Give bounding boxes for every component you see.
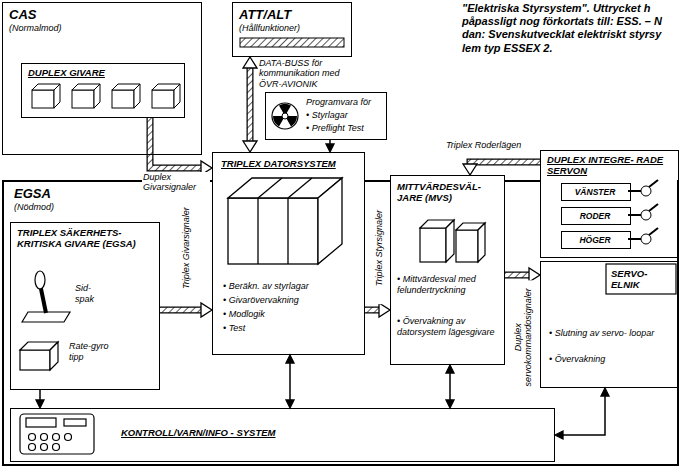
signal-bus-arrow	[243, 57, 257, 152]
voter-box: MITTVÄRDESVÄL- JARE (MVS) • Mittvärdesval…	[390, 175, 505, 365]
connector	[555, 388, 609, 439]
arrow-head	[36, 400, 44, 408]
box-title: MITTVÄRDESVÄL- JARE (MVS)	[397, 181, 500, 204]
servo-channel: VÄNSTER	[561, 183, 631, 201]
arrow-head	[243, 57, 257, 68]
mode-region: EGSA(Nödmod) TRIPLEX SÄKERHETS- KRITISKA …	[2, 180, 679, 466]
arrow-head	[286, 355, 294, 363]
box-text: • Övervakning av datorsystem lägesgivare	[397, 316, 500, 338]
box-text: (Normalmod)	[9, 23, 119, 34]
region-box: CAS(Normalmod) DUPLEX GIVARE	[2, 2, 202, 155]
box-text: • Modlogik	[223, 309, 358, 320]
software-box: Programvara för • Styrlagar • Preflight Te…	[265, 92, 387, 140]
servoelnik-label-frame	[606, 264, 676, 294]
box-text: • Beräkn. av styrlagar	[223, 281, 358, 292]
signal-label: Triplex Roderlägen	[445, 140, 539, 150]
arrow-head	[446, 365, 454, 373]
computer-box: TRIPLEX DATORSYSTEM • Beräkn. av styrlaga…	[212, 152, 365, 355]
box-text: • Test	[223, 323, 358, 334]
box-text: (Hållfunktioner)	[239, 23, 349, 34]
connector	[326, 140, 334, 152]
box-title: Programvara för	[306, 97, 384, 108]
servo-levers	[628, 180, 658, 244]
servo-channel: RODER	[561, 207, 631, 225]
box-text: • Mittvärdesval med felundertryckning	[397, 274, 500, 296]
electronics-box: SERVO- ELNIK • Slutning av servo- loopar •…	[540, 261, 679, 388]
box-text: • Preflight Test	[306, 123, 384, 134]
arrow-head	[201, 303, 212, 317]
signal-label: Triplex Styrsignaler	[374, 192, 384, 304]
box-title: TRIPLEX SÄKERHETS- KRITISKA GIVARE (EGSA…	[17, 227, 155, 250]
caption: "Elektriska Styrsystem". Uttrycket h påp…	[462, 2, 677, 55]
box-title: DUPLEX GIVARE	[28, 67, 178, 78]
box-title: TRIPLEX DATORSYSTEM	[221, 158, 358, 169]
signal-bus-arrow	[463, 162, 540, 175]
software-disk	[272, 103, 298, 129]
box-text: • Övervakning	[549, 354, 674, 365]
arrow-head	[326, 144, 334, 152]
arrow-head	[286, 400, 294, 408]
connector	[286, 355, 294, 408]
box-title: EGSA	[14, 186, 74, 202]
servo-channel: HÖGER	[561, 231, 631, 249]
function-box: ATT/ALT(Hållfunktioner)	[232, 2, 352, 57]
box-text: • Slutning av servo- loopar	[549, 328, 674, 339]
connector	[446, 365, 454, 408]
data-bus-bar	[240, 38, 344, 47]
box-text: • Givarövervakning	[223, 295, 358, 306]
arrow-head	[243, 141, 257, 152]
box-title: DUPLEX INTEGRE- RADE SERVON	[547, 154, 675, 177]
control-panel-box: KONTROLL/VARN/INFO - SYSTEM	[10, 408, 555, 462]
signal-label: DATA-BUSS för kommunikation med ÖVR-AVIO…	[258, 58, 356, 89]
voter-unit	[420, 220, 485, 262]
arrow-head	[601, 388, 609, 396]
sensor-box: TRIPLEX SÄKERHETS- KRITISKA GIVARE (EGSA…	[10, 222, 160, 390]
signal-label: Duplex Givarsignaler	[142, 172, 210, 193]
signal-label: Triplex Givarsignaler	[181, 192, 191, 304]
arrow-head	[463, 164, 477, 175]
box-title: HÖGER	[562, 235, 628, 245]
side-stick	[22, 271, 70, 322]
box-title: ATT/ALT	[239, 7, 339, 23]
keypad-panel	[20, 414, 94, 454]
box-title: SERVO- ELNIK	[611, 268, 673, 291]
box-title: CAS	[9, 7, 69, 23]
box-title: KONTROLL/VARN/INFO - SYSTEM	[121, 427, 421, 438]
arrow-head	[379, 303, 390, 317]
box-title: RODER	[562, 211, 628, 221]
sensor-cubes	[32, 84, 180, 108]
box-text: Sid- spak	[75, 283, 105, 305]
arrow-head	[555, 431, 563, 439]
computer-unit	[228, 178, 342, 264]
signal-bus-arrow	[365, 303, 390, 317]
signal-label: Duplex servokommandosignaler	[513, 280, 534, 394]
connector	[36, 390, 44, 408]
box-title: VÄNSTER	[562, 187, 628, 197]
arrow-head	[446, 400, 454, 408]
servo-box: DUPLEX INTEGRE- RADE SERVON VÄNSTER RODER H…	[540, 150, 679, 258]
box-text: Rate-gyro tipp	[69, 341, 119, 363]
box-text: • Styrlagar	[306, 110, 384, 121]
sensor-box: DUPLEX GIVARE	[21, 63, 185, 118]
box-text: (Nödmod)	[14, 202, 94, 213]
rate-gyro	[20, 342, 58, 370]
signal-bus-arrow	[160, 303, 212, 317]
signal-bus-arrow	[150, 118, 212, 175]
